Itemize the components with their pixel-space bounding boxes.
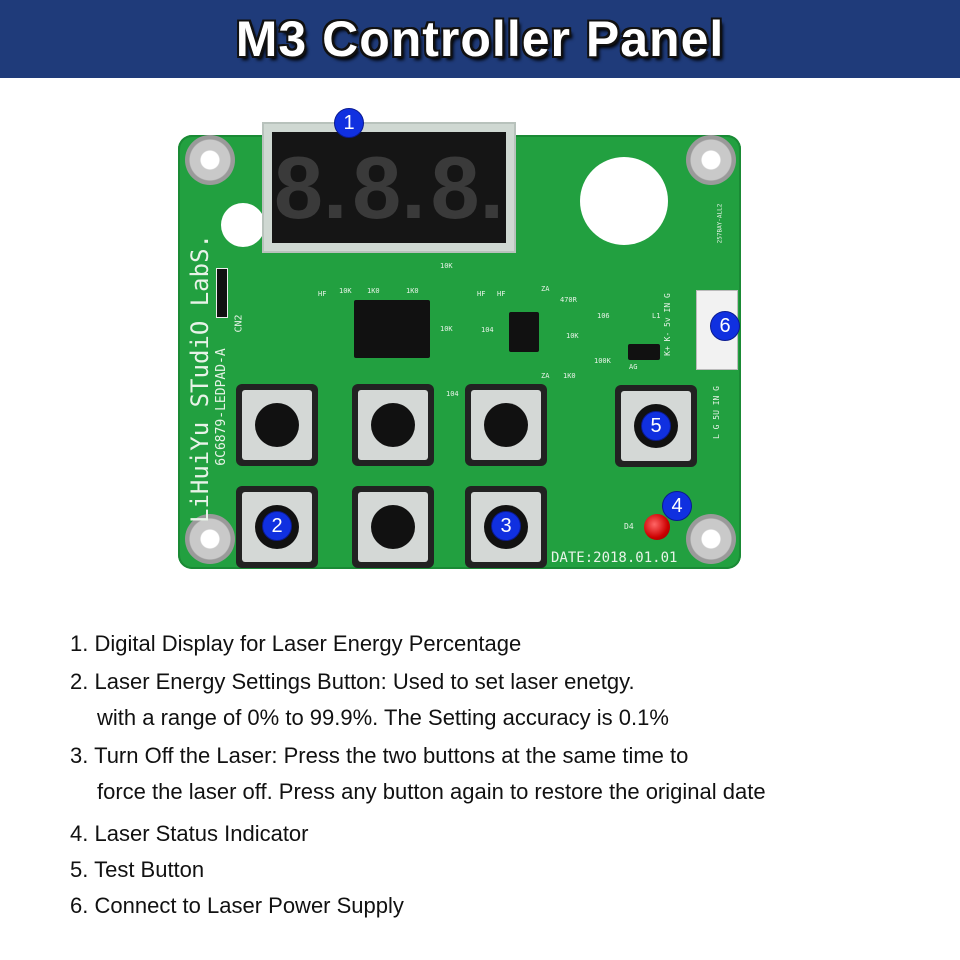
display-digit: 8. [274,137,348,237]
component-label: AG [629,363,638,371]
item-text: Test Button [94,857,205,882]
page-title: M3 Controller Panel [235,11,725,67]
brand-silkscreen: LiHuiYu STudiO LabS. [186,234,214,523]
item-number: 4. [70,821,89,846]
callout-6: 6 [710,311,740,341]
led-label: D4 [624,522,634,531]
seven-segment-display: 8. 8. 8. [262,122,516,253]
component-label: 10K [566,332,579,340]
push-button[interactable] [465,384,547,466]
component-label: 10K [440,262,453,270]
component-label: 1K0 [406,287,419,295]
item-number: 1. [70,631,89,656]
display-digit: 8. [352,137,426,237]
mounting-hole [686,135,736,185]
cn2-header-pins [216,268,228,318]
item-number: 2. [70,669,89,694]
pin-labels-2: L G 5U IN G [711,386,721,439]
board-code: 257BAY-ALL2 [716,203,724,244]
cn2-label: CN2 [233,314,245,333]
header-banner: M3 Controller Panel [0,0,960,78]
mounting-hole [185,135,235,185]
list-item: 1. Digital Display for Laser Energy Perc… [70,626,766,662]
component-label: 1K0 [563,372,576,380]
component-label: ZA [541,285,550,293]
component-label: ZA [541,372,550,380]
component-label: 10K [440,325,453,333]
board-hole [580,157,668,245]
list-item: 2. Laser Energy Settings Button: Used to… [70,664,766,736]
push-button[interactable] [352,486,434,568]
model-silkscreen: 6C6879-LEDPAD-A [214,348,229,466]
component-label: 470R [560,296,577,304]
item-number: 6. [70,893,89,918]
callout-2: 2 [262,511,292,541]
item-text: Laser Energy Settings Button: Used to se… [94,669,635,694]
display-digit: 8. [430,137,504,237]
component-label: HF [318,290,327,298]
ic-chip [509,312,539,352]
item-text: with a range of 0% to 99.9%. The Setting… [97,705,669,730]
component-label: HF [477,290,486,298]
item-text: Digital Display for Laser Energy Percent… [94,631,522,656]
list-item: 5. Test Button [70,852,766,888]
callout-3: 3 [491,511,521,541]
push-button[interactable] [236,384,318,466]
pin-labels: K+ K- 5v IN G [662,293,672,356]
component-label: L1 [652,312,661,320]
item-text: Connect to Laser Power Supply [94,893,404,918]
list-item: 3. Turn Off the Laser: Press the two but… [70,738,766,810]
list-item: 6. Connect to Laser Power Supply [70,888,766,924]
list-item: 4. Laser Status Indicator [70,816,766,852]
item-number: 3. [70,743,89,768]
board-hole [221,203,265,247]
callout-5: 5 [641,411,671,441]
item-text: Turn Off the Laser: Press the two button… [94,743,689,768]
description-list: 1. Digital Display for Laser Energy Perc… [70,626,766,924]
component-label: 106 [597,312,610,320]
component-label: 104 [446,390,459,398]
date-silkscreen: DATE:2018.01.01 [551,550,678,566]
callout-1: 1 [334,108,364,138]
component-label: 1K0 [367,287,380,295]
ic-chip [354,300,430,358]
component-label: 10K [339,287,352,295]
push-button[interactable] [352,384,434,466]
mounting-hole [686,514,736,564]
item-text: force the laser off. Press any button ag… [97,779,766,804]
item-text: Laser Status Indicator [94,821,309,846]
component-label: 100K [594,357,611,365]
component-label: HF [497,290,506,298]
component-label: 104 [481,326,494,334]
callout-4: 4 [662,491,692,521]
item-number: 5. [70,857,89,882]
mounting-hole [185,514,235,564]
laser-status-led [644,514,670,540]
ic-chip [628,344,660,360]
